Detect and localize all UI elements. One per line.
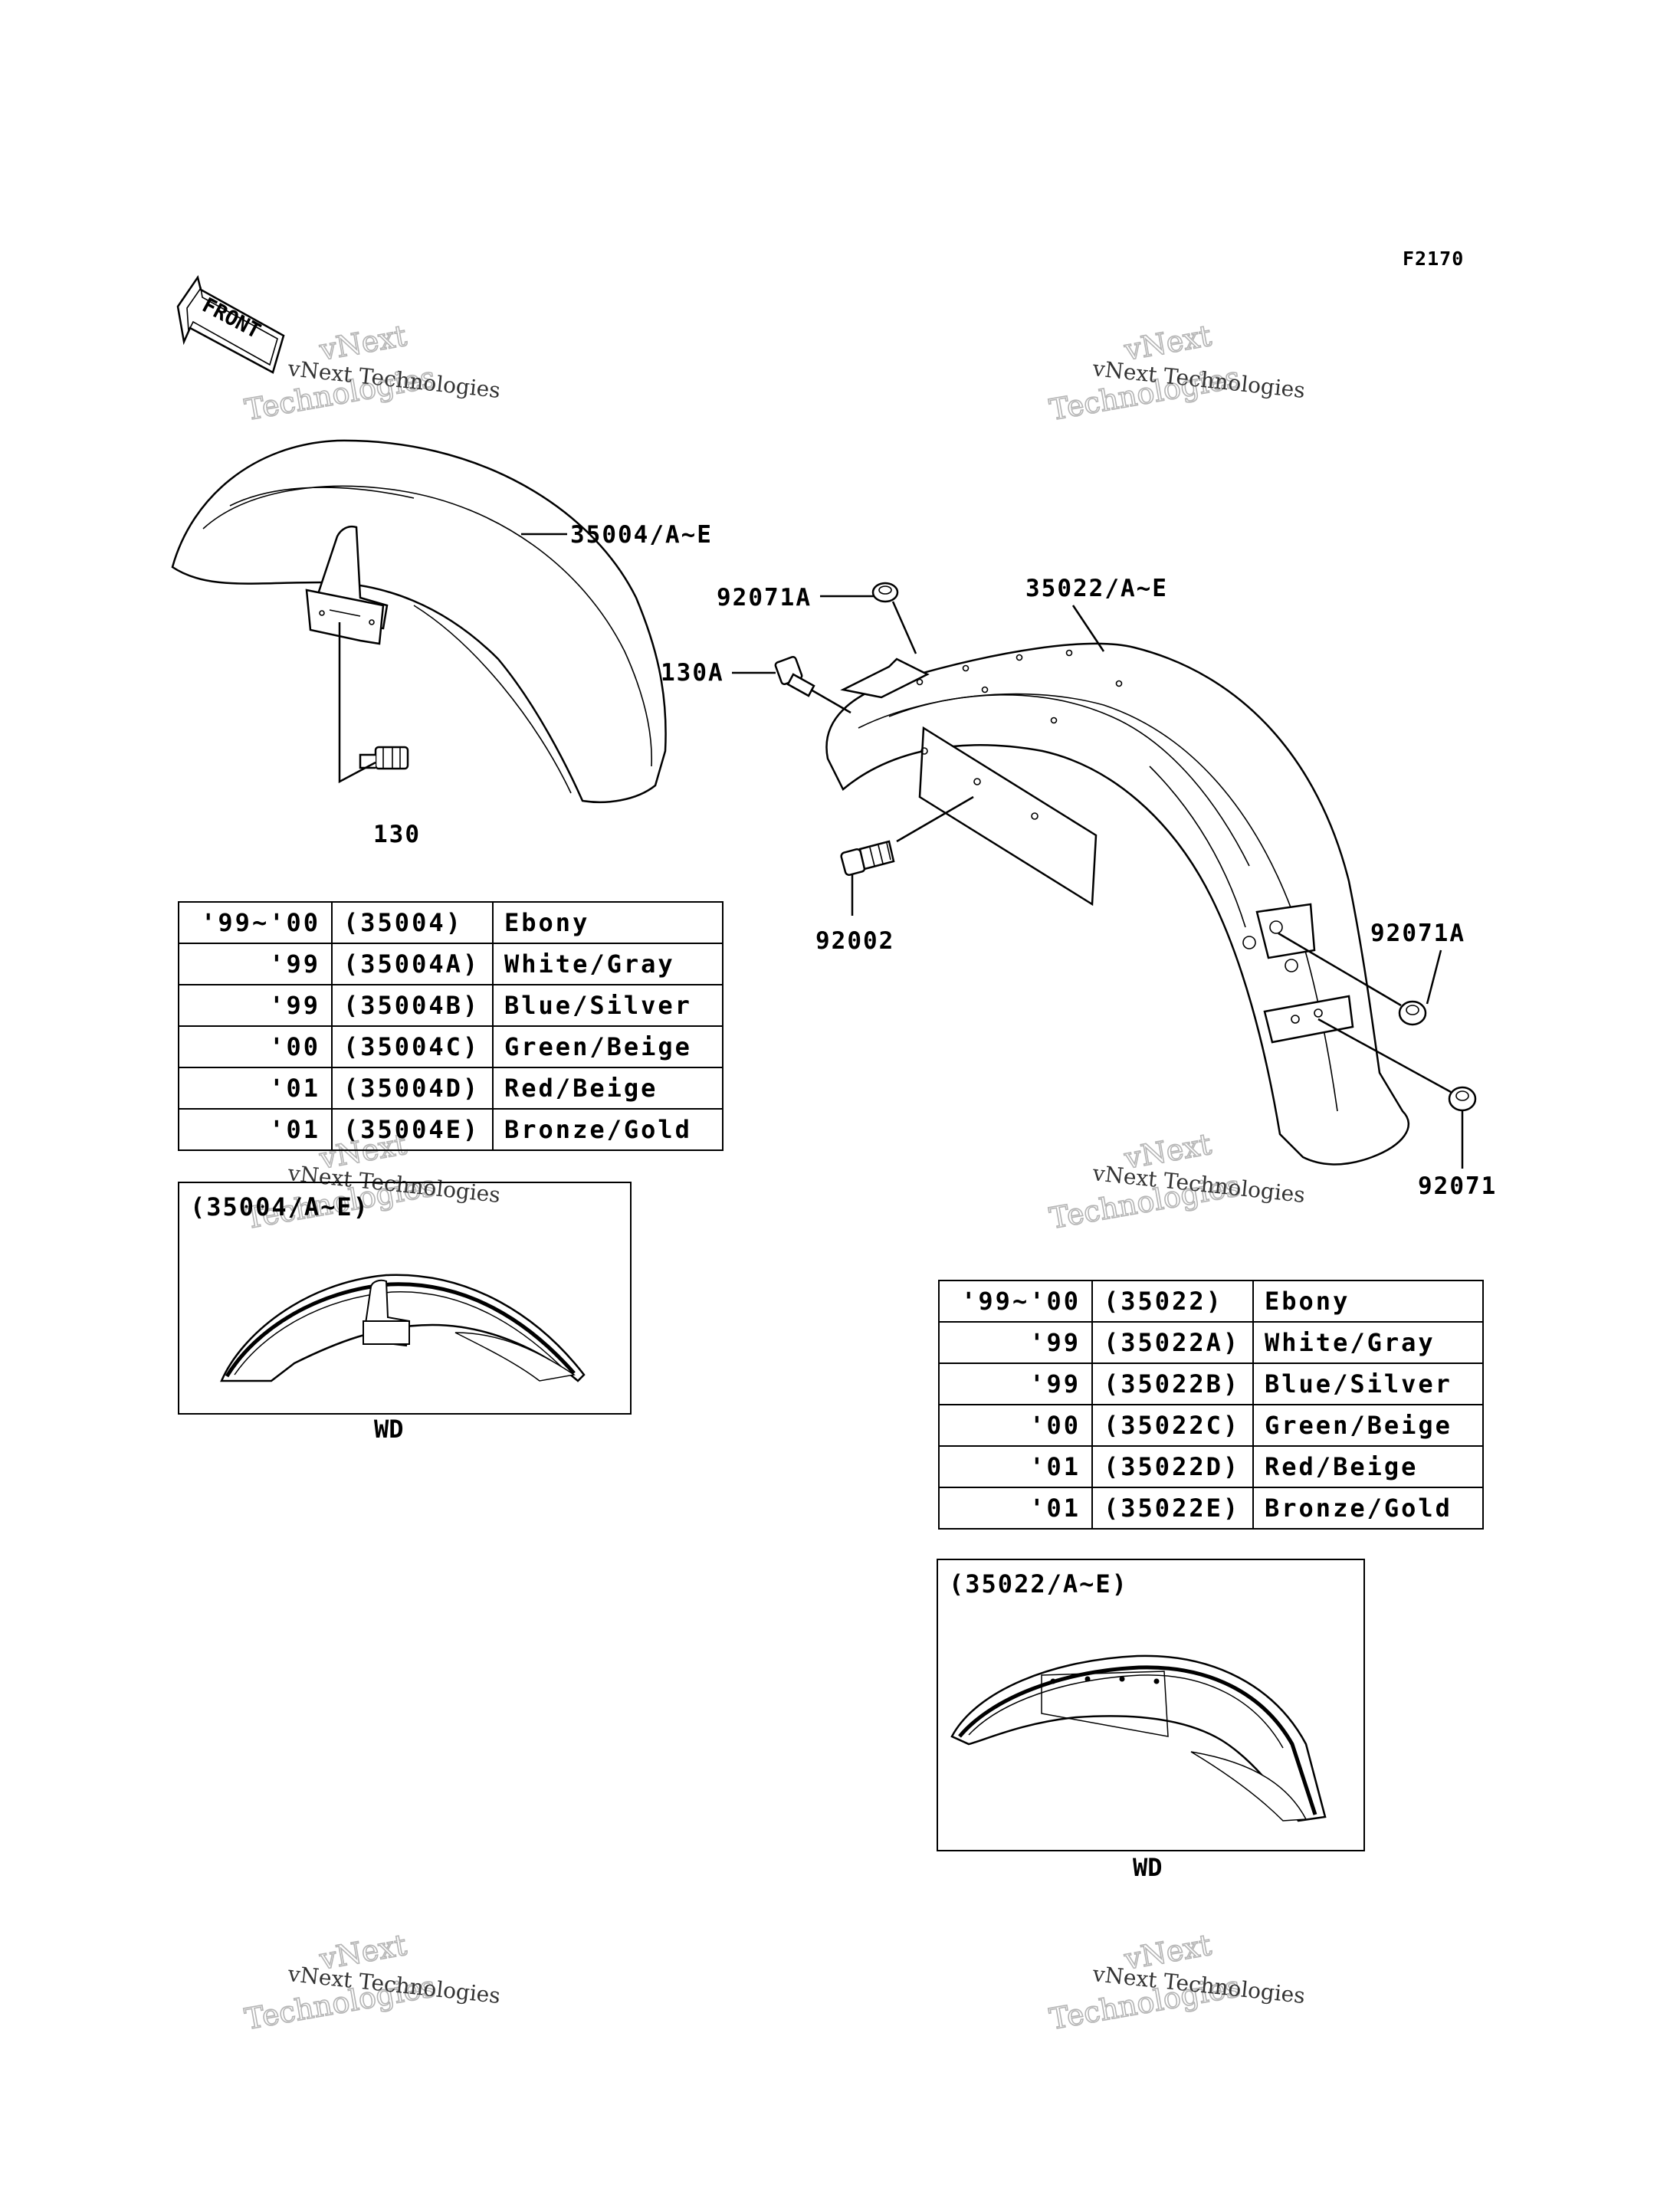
rear-bolt-92002-icon [840,840,895,876]
table-row: '01(35004D)Red/Beige [178,1067,724,1110]
rear-inset-fender [950,1654,1327,1822]
callout-rear-cap-lower: 92071 [1418,1172,1497,1200]
front-arrow-icon: FRONT [176,274,285,374]
front-color-table: '99~'00(35004)Ebony '99(35004A)White/Gra… [178,901,724,1151]
rear-cap-top-icon [871,582,899,603]
table-row: '99(35022A)White/Gray [938,1321,1484,1364]
callout-rear-bolt-top: 130A [661,659,724,687]
front-inset: (35004/A~E) [178,1182,632,1415]
rear-inset-title: (35022/A~E) [949,1569,1128,1599]
callout-front-bolt: 130 [373,821,421,848]
front-bolt-130-icon [359,746,409,770]
table-row: '01(35022D)Red/Beige [938,1445,1484,1488]
rear-inset-caption: WD [1133,1853,1163,1882]
rear-cap-lower-icon [1448,1086,1477,1112]
table-row: '99(35004B)Blue/Silver [178,984,724,1027]
rear-color-table: '99~'00(35022)Ebony '99(35022A)White/Gra… [938,1280,1484,1530]
callout-rear-fender: 35022/A~E [1025,575,1168,602]
rear-inset: (35022/A~E) [937,1559,1365,1851]
front-inset-caption: WD [374,1415,404,1444]
callout-front-fender: 35004/A~E [570,521,713,549]
table-row: '01(35004E)Bronze/Gold [178,1108,724,1151]
table-row: '01(35022E)Bronze/Gold [938,1487,1484,1530]
figure-code: F2170 [1403,248,1464,270]
table-row: '99(35004A)White/Gray [178,943,724,985]
callout-rear-bolt: 92002 [815,927,894,955]
rear-cap-right-icon [1398,1000,1427,1026]
rear-fender [825,642,1410,1166]
front-fender [171,439,667,804]
table-row: '99~'00(35022)Ebony [938,1280,1484,1323]
table-row: '00(35022C)Green/Beige [938,1404,1484,1447]
table-row: '00(35004C)Green/Beige [178,1025,724,1068]
front-inset-fender [220,1274,586,1382]
table-row: '99~'00(35004)Ebony [178,901,724,944]
table-row: '99(35022B)Blue/Silver [938,1362,1484,1405]
front-inset-title: (35004/A~E) [190,1192,369,1221]
callout-rear-cap-right: 92071A [1370,920,1465,947]
rear-bolt-top-icon [774,655,815,697]
callout-rear-cap-top: 92071A [717,584,812,612]
